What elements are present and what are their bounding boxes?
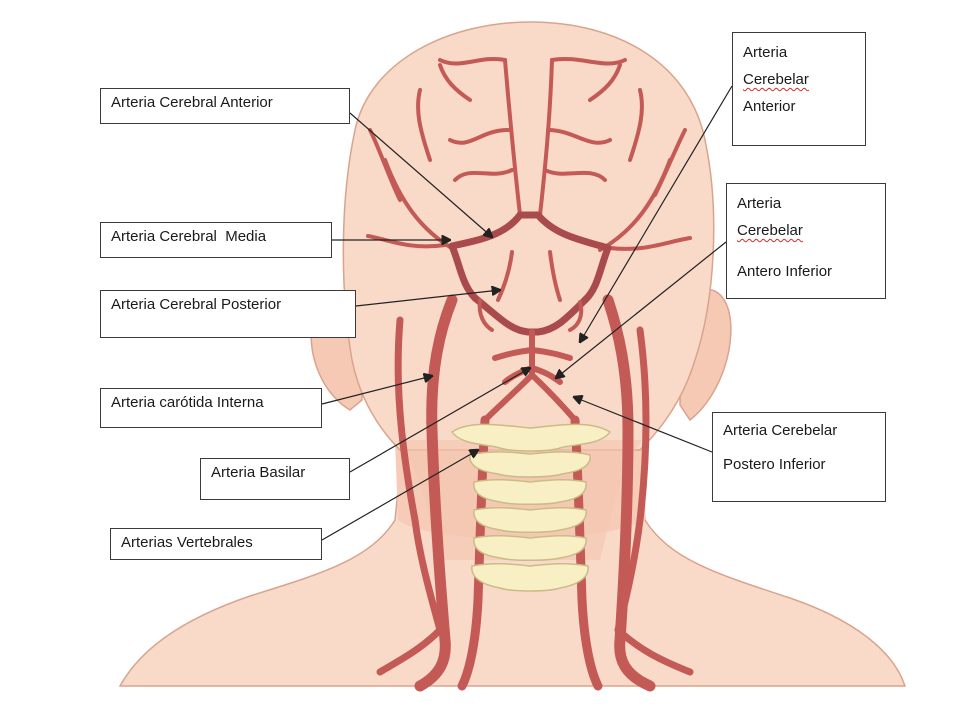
carotid-arteries bbox=[414, 294, 656, 692]
artery-network bbox=[366, 57, 694, 692]
posterior-branches bbox=[477, 250, 584, 332]
label-arteria-cerebral-posterior: Arteria Cerebral Posterior bbox=[100, 290, 356, 338]
label-text: Arteria Cerebral Media bbox=[111, 228, 267, 245]
vertebra-c2 bbox=[469, 451, 591, 478]
external-carotid bbox=[376, 316, 694, 676]
leader-cerebelar-postero-inferior bbox=[574, 397, 713, 453]
label-arteria-basilar: Arteria Basilar bbox=[200, 458, 350, 500]
vertebra-c4 bbox=[473, 506, 587, 533]
label-text: Arteria Cerebral Anterior bbox=[111, 94, 273, 111]
leader-basilar bbox=[349, 368, 530, 473]
vertebra-c3 bbox=[473, 478, 587, 505]
vertebra-c5 bbox=[473, 534, 587, 561]
label-text: Arteria Basilar bbox=[211, 464, 306, 481]
label-line-1: Arteria bbox=[737, 195, 782, 212]
vertebra-c1 bbox=[450, 423, 612, 452]
label-line-3: Anterior bbox=[743, 98, 796, 115]
label-arterias-vertebrales: Arterias Vertebrales bbox=[110, 528, 322, 560]
leader-vertebrales bbox=[321, 450, 478, 541]
vertebra-c6 bbox=[471, 562, 589, 592]
label-arteria-cerebelar-anterior: Arteria Cerebelar Anterior bbox=[732, 32, 866, 146]
cerebral-branches bbox=[366, 57, 692, 252]
leader-cerebral-anterior bbox=[349, 112, 492, 237]
label-text: Arteria carótida Interna bbox=[111, 394, 264, 411]
label-line-2: Cerebelar bbox=[737, 222, 803, 239]
label-line-3: Antero Inferior bbox=[737, 263, 833, 280]
label-arteria-cerebral-anterior: Arteria Cerebral Anterior bbox=[100, 88, 350, 124]
label-arteria-cerebelar-antero-inferior: Arteria Cerebelar Antero Inferior bbox=[726, 183, 886, 299]
label-line-1: Arteria Cerebelar bbox=[723, 422, 838, 439]
label-text: Arterias Vertebrales bbox=[121, 534, 253, 551]
leader-cerebelar-anterior bbox=[580, 85, 733, 342]
leader-carotida-interna bbox=[321, 376, 432, 405]
basilar-system bbox=[482, 329, 578, 423]
label-line-2: Cerebelar bbox=[743, 71, 809, 88]
leader-cerebral-posterior bbox=[355, 290, 500, 307]
leader-cerebelar-antero-inferior bbox=[556, 241, 727, 378]
label-text: Arteria Cerebral Posterior bbox=[111, 296, 282, 313]
leader-lines bbox=[321, 85, 733, 541]
label-arteria-cerebral-media: Arteria Cerebral Media bbox=[100, 222, 332, 258]
label-line-1: Arteria bbox=[743, 44, 788, 61]
label-line-2: Postero Inferior bbox=[723, 456, 826, 473]
cervical-vertebrae bbox=[450, 423, 612, 592]
label-arteria-carotida-interna: Arteria carótida Interna bbox=[100, 388, 322, 428]
label-arteria-cerebelar-postero-inferior: Arteria Cerebelar Postero Inferior bbox=[712, 412, 886, 502]
